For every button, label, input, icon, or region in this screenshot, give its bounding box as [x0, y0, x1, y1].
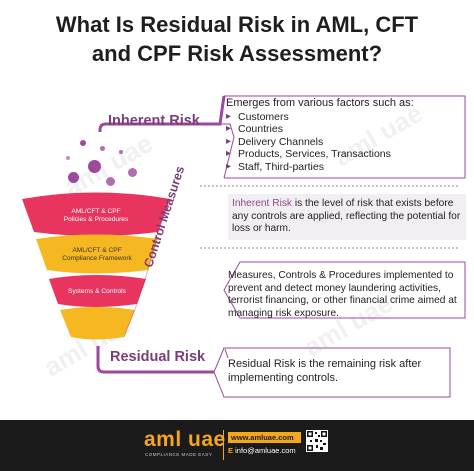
funnel-segment-1: [22, 192, 170, 236]
bubble: [106, 177, 115, 186]
funnel-segment-2: [36, 234, 158, 274]
inherent-definition-text: is the level of risk that exists before …: [232, 198, 461, 234]
list-item: Staff, Third-parties: [226, 161, 456, 174]
funnel-label-systems: Systems & Controls: [68, 288, 126, 295]
inherent-bracket: [224, 95, 466, 179]
email-link[interactable]: E info@amluae.com: [228, 446, 296, 455]
email-address: info@amluae.com: [235, 446, 296, 455]
funnel-segment-4: [60, 307, 135, 340]
bubble: [119, 150, 123, 154]
control-measures-definition: Measures, Controls & Procedures implemen…: [228, 270, 457, 319]
footer-bar: [0, 420, 474, 471]
inherent-risk-definition: Inherent Risk is the level of risk that …: [228, 194, 466, 240]
footer-divider: [223, 430, 224, 460]
measures-bracket: [223, 261, 466, 319]
title-line-2: and CPF Risk Assessment?: [91, 41, 383, 66]
bubble: [68, 172, 79, 183]
email-prefix: E: [228, 446, 234, 455]
inherent-term: Inherent Risk: [232, 198, 293, 209]
website-link[interactable]: www.amluae.com: [228, 432, 301, 443]
factors-list: Customers Countries Delivery Channels Pr…: [226, 111, 456, 174]
funnel-segment-3: [49, 275, 146, 307]
residual-bracket: [213, 347, 451, 398]
residual-risk-label: Residual Risk: [110, 349, 206, 365]
list-item: Countries: [226, 123, 456, 136]
diagram-connectors: [22, 95, 466, 398]
inherent-risk-label: Inherent Risk: [108, 113, 200, 129]
bubble: [88, 160, 101, 173]
factors-heading: Emerges from various factors such as:: [226, 97, 414, 109]
bubble: [66, 156, 70, 160]
bubble: [128, 168, 137, 177]
title-line-1: What Is Residual Risk in AML, CFT: [55, 12, 419, 37]
arrow-indicator: [224, 348, 229, 359]
list-item: Delivery Channels: [226, 136, 456, 149]
page-title: What Is Residual Risk in AML, CFT and CP…: [0, 10, 474, 68]
list-item: Products, Services, Transactions: [226, 148, 456, 161]
bubble: [100, 146, 105, 151]
inherent-connector: [98, 95, 226, 132]
residual-risk-definition: Residual Risk is the remaining risk afte…: [228, 358, 422, 384]
residual-connector: [96, 346, 214, 374]
brand-tagline: COMPLIANCE MADE EASY: [145, 452, 213, 457]
qr-code-icon: [306, 430, 328, 452]
bubble: [80, 140, 86, 146]
factors-box: Emerges from various factors such as: Cu…: [226, 97, 456, 173]
list-item: Customers: [226, 111, 456, 124]
brand-logo: aml uae: [144, 428, 226, 451]
funnel-shadow: [123, 198, 171, 338]
